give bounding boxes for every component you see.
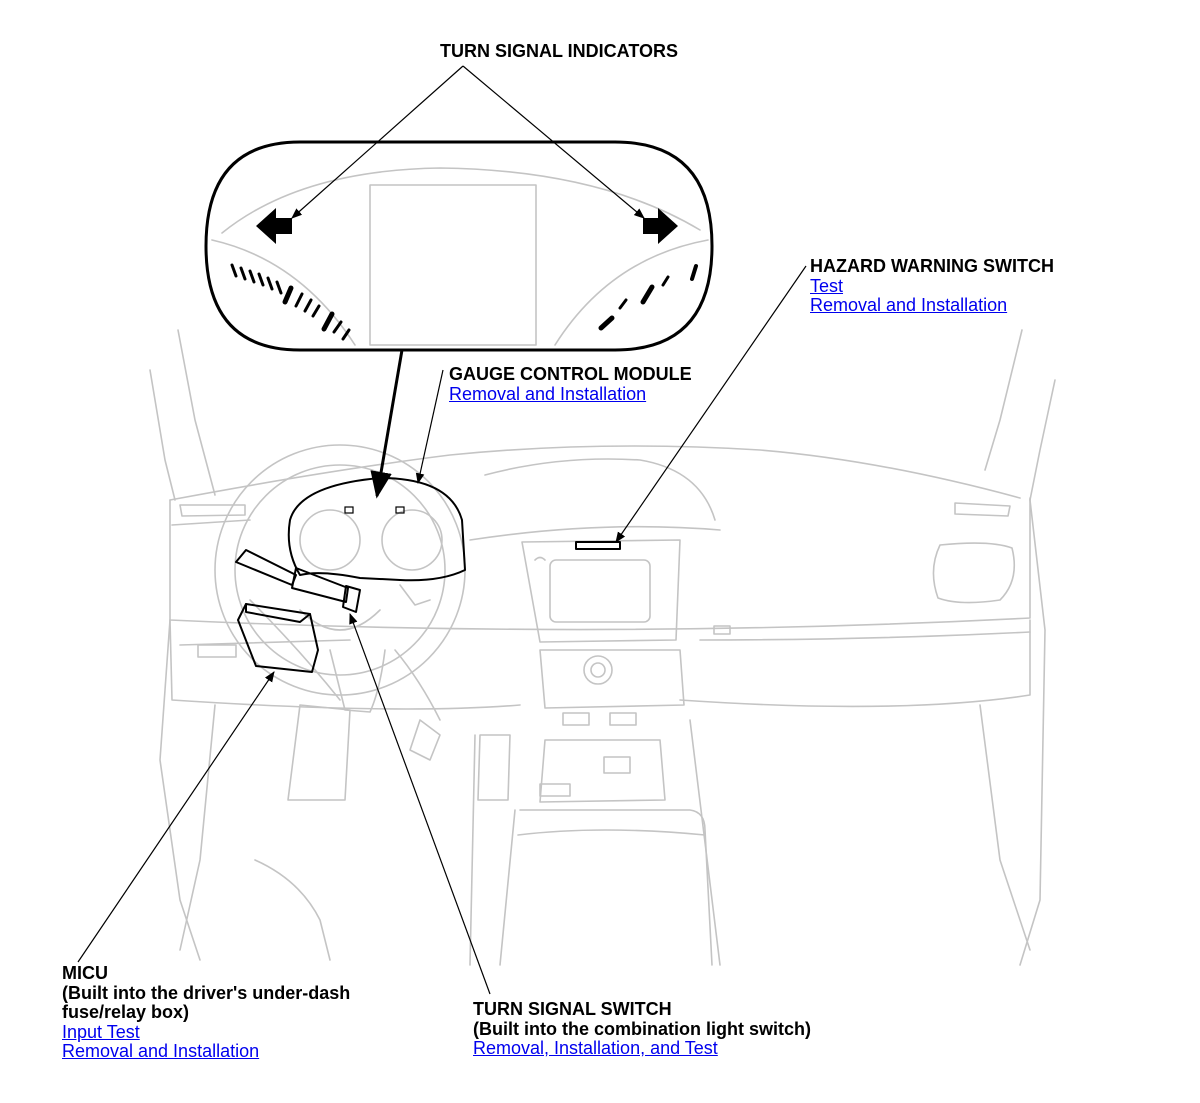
instrument-cluster-enlarged: [204, 140, 714, 352]
micu-removal-installation-link[interactable]: Removal and Installation: [62, 1041, 260, 1061]
hazard-test-link[interactable]: Test: [810, 275, 844, 296]
interior-line-art: [149, 329, 1056, 966]
turn-signal-switch-callout: TURN SIGNAL SWITCH (Built into the combi…: [473, 999, 811, 1059]
micu-box: [237, 603, 319, 673]
left-turn-indicator-icon: [256, 208, 292, 244]
micu-title: MICU: [62, 963, 108, 983]
hazard-switch-location: [575, 541, 621, 550]
micu-subtitle-line1: (Built into the driver's under-dash: [62, 982, 351, 1003]
leader-lines: [77, 65, 807, 995]
right-turn-indicator-icon: [643, 208, 678, 244]
micu-callout: MICU (Built into the driver's under-dash…: [62, 963, 351, 1062]
gauge-removal-installation-link[interactable]: Removal and Installation: [449, 383, 647, 404]
hazard-removal-installation-link[interactable]: Removal and Installation: [810, 295, 1008, 315]
combination-light-switch: [235, 549, 361, 613]
gauge-control-module-outline: [287, 477, 466, 582]
hazard-warning-switch-title: HAZARD WARNING SWITCH: [810, 256, 1054, 276]
turn-signal-switch-title: TURN SIGNAL SWITCH: [473, 999, 672, 1019]
turn-signal-indicators-title: TURN SIGNAL INDICATORS: [440, 41, 679, 61]
turn-signal-indicators-callout: TURN SIGNAL INDICATORS: [440, 41, 679, 62]
gauge-control-module-callout: GAUGE CONTROL MODULE Removal and Install…: [449, 364, 692, 404]
turn-signal-switch-subtitle: (Built into the combination light switch…: [473, 1018, 811, 1039]
micu-input-test-link[interactable]: Input Test: [62, 1021, 140, 1042]
turn-signal-switch-link[interactable]: Removal, Installation, and Test: [473, 1038, 718, 1058]
hazard-warning-switch-callout: HAZARD WARNING SWITCH Test Removal and I…: [810, 256, 1054, 316]
gauge-control-module-title: GAUGE CONTROL MODULE: [449, 364, 692, 384]
micu-subtitle-line2: fuse/relay box): [62, 1002, 190, 1022]
steering-wheel: [214, 444, 466, 701]
